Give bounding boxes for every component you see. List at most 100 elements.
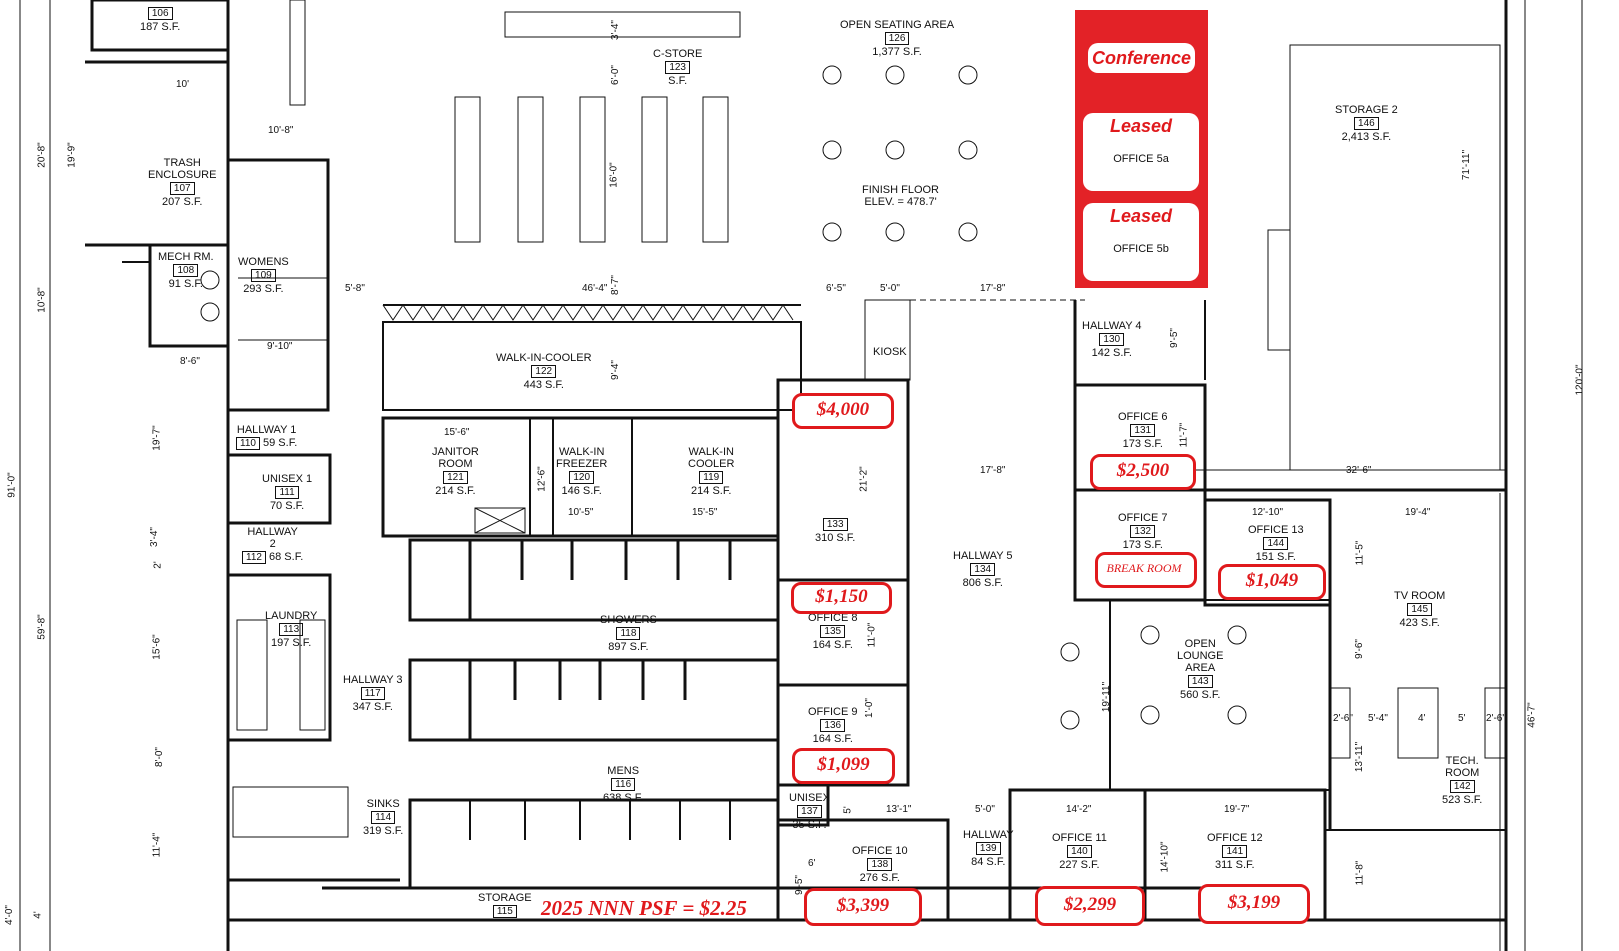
dimension-label: 10'-5" [568, 507, 594, 518]
room-number: 133 [822, 518, 848, 531]
dimension-label: 20'-8" [36, 142, 48, 168]
room-name: TRASH ENCLOSURE [148, 157, 217, 181]
room-area: 151 S.F. [1255, 551, 1296, 563]
dimension-label: 2' [152, 561, 164, 569]
leased-label: Leased [1109, 116, 1173, 136]
room-number: 106 [147, 7, 173, 20]
dimension-label: 8'-0" [153, 747, 165, 767]
office-5b-label: OFFICE 5b [1113, 243, 1169, 255]
room-number: 141 [1222, 845, 1248, 858]
dimension-label: 5'-0" [975, 804, 995, 815]
dimension-label: 91'-0" [6, 472, 18, 498]
dimension-label: 3'-4" [148, 527, 160, 547]
dimension-label: 3'-4" [609, 20, 621, 40]
room-number: 146 [1354, 117, 1379, 130]
dimension-label: 4'-0" [3, 905, 15, 925]
room-walk-in-cooler-122: WALK-IN-COOLER 122 443 S.F. [496, 352, 592, 391]
room-mens: MENS 116 638 S.F. [603, 765, 643, 804]
price-tag-140: $2,299 [1035, 886, 1145, 926]
room-name: OFFICE 9 [808, 706, 858, 718]
dimension-label: 13'-1" [886, 804, 912, 815]
dimension-label: 9'-10" [267, 341, 293, 352]
room-area: 310 S.F. [815, 532, 856, 544]
dimension-label: 10' [176, 79, 190, 90]
price-tag-138: $3,399 [804, 888, 922, 926]
room-name: STORAGE 2 [1335, 104, 1398, 116]
price-tag-141: $3,199 [1198, 884, 1310, 924]
room-area: 897 S.F. [608, 641, 649, 653]
dimension-label: 10'-8" [36, 287, 48, 313]
dimension-label: 15'-5" [692, 507, 718, 518]
room-number: 117 [360, 687, 385, 700]
dimension-label: 21'-2" [858, 466, 870, 492]
room-area: 173 S.F. [1122, 539, 1163, 551]
room-hallway-4: HALLWAY 4 130 142 S.F. [1082, 320, 1142, 359]
break-room-text: BREAK ROOM [1106, 561, 1182, 575]
price-tag-133: $4,000 [792, 393, 894, 429]
room-number: 130 [1099, 333, 1125, 346]
dimension-label: 59'-8" [36, 614, 48, 640]
room-number: 143 [1187, 675, 1213, 688]
room-walk-in-cooler-119: WALK-IN COOLER 119 214 S.F. [688, 446, 734, 497]
room-name: STORAGE [478, 892, 532, 904]
room-name: JANITOR ROOM [432, 446, 479, 470]
room-name: UNISEX 1 [262, 473, 313, 485]
room-number: 120 [569, 471, 595, 484]
dimension-label: 11'-7" [1178, 422, 1190, 448]
room-area: 214 S.F. [691, 485, 732, 497]
dimension-label: 1'-0" [863, 698, 875, 718]
room-number: 107 [169, 182, 195, 195]
room-area: 523 S.F. [1442, 794, 1483, 806]
room-name: HALLWAY 3 [343, 674, 403, 686]
room-tech: TECH. ROOM 142 523 S.F. [1442, 755, 1482, 806]
dimension-label: 13'-11" [1354, 741, 1366, 773]
dimension-label: 19'-11" [1101, 681, 1113, 713]
dimension-label: 71'-11" [1461, 149, 1473, 181]
dimension-label: 10'-8" [268, 125, 294, 136]
room-name: TECH. ROOM [1445, 755, 1480, 779]
room-number: 118 [616, 627, 641, 640]
room-hallway-2: HALLWAY 2 112 68 S.F. [242, 526, 303, 565]
room-name: HALLWAY 2 [247, 526, 298, 550]
room-number: 142 [1449, 780, 1475, 793]
nnn-rate-note: 2025 NNN PSF = $2.25 [541, 896, 747, 920]
dimension-label: 4' [32, 911, 44, 919]
room-name: HALLWAY [963, 829, 1014, 841]
room-office-8: OFFICE 8 135 164 S.F. [808, 612, 858, 651]
room-area: 319 S.F. [363, 825, 404, 837]
room-number: 137 [797, 805, 822, 818]
dimension-label: 9'-5" [1168, 328, 1180, 348]
dimension-label: 19'-4" [1405, 507, 1431, 518]
room-number: 111 [275, 486, 299, 499]
room-mech: MECH RM. 108 91 S.F. [158, 251, 214, 290]
room-number: 144 [1263, 537, 1289, 550]
room-name: OFFICE 6 [1118, 411, 1168, 423]
room-name: OFFICE 10 [852, 845, 908, 857]
dimension-label: 12'-6" [536, 466, 548, 492]
room-janitor: JANITOR ROOM 121 214 S.F. [432, 446, 479, 497]
dimension-label: 32'-6" [1346, 465, 1372, 476]
dimension-label: 5' [1458, 713, 1466, 724]
office-5b-leased: Leased OFFICE 5b [1083, 203, 1199, 281]
room-name: OFFICE 12 [1207, 832, 1263, 844]
conference-label: Conference [1088, 43, 1195, 73]
dimension-label: 6'-0" [609, 65, 621, 85]
dimension-label: 4' [1418, 713, 1426, 724]
room-c-store: C-STORE 123 S.F. [653, 48, 702, 87]
room-area: 142 S.F. [1091, 347, 1132, 359]
room-area: S.F. [668, 75, 688, 87]
dimension-label: 120'-0" [1574, 364, 1586, 396]
room-office-13: OFFICE 13 144 151 S.F. [1248, 524, 1304, 563]
room-area: 164 S.F. [812, 639, 853, 651]
room-number: 132 [1130, 525, 1156, 538]
room-area: 187 S.F. [140, 21, 181, 33]
office-5a-leased: Leased OFFICE 5a [1083, 113, 1199, 191]
dimension-label: 9'-5" [793, 875, 805, 895]
room-office-10: OFFICE 10 138 276 S.F. [852, 845, 908, 884]
room-number: 140 [1067, 845, 1092, 858]
room-tv-room: TV ROOM 145 423 S.F. [1394, 590, 1445, 629]
dimension-label: 9'-6" [1353, 639, 1365, 659]
room-area: 638 S.F. [603, 792, 644, 804]
room-name: OPEN SEATING AREA [840, 19, 955, 31]
